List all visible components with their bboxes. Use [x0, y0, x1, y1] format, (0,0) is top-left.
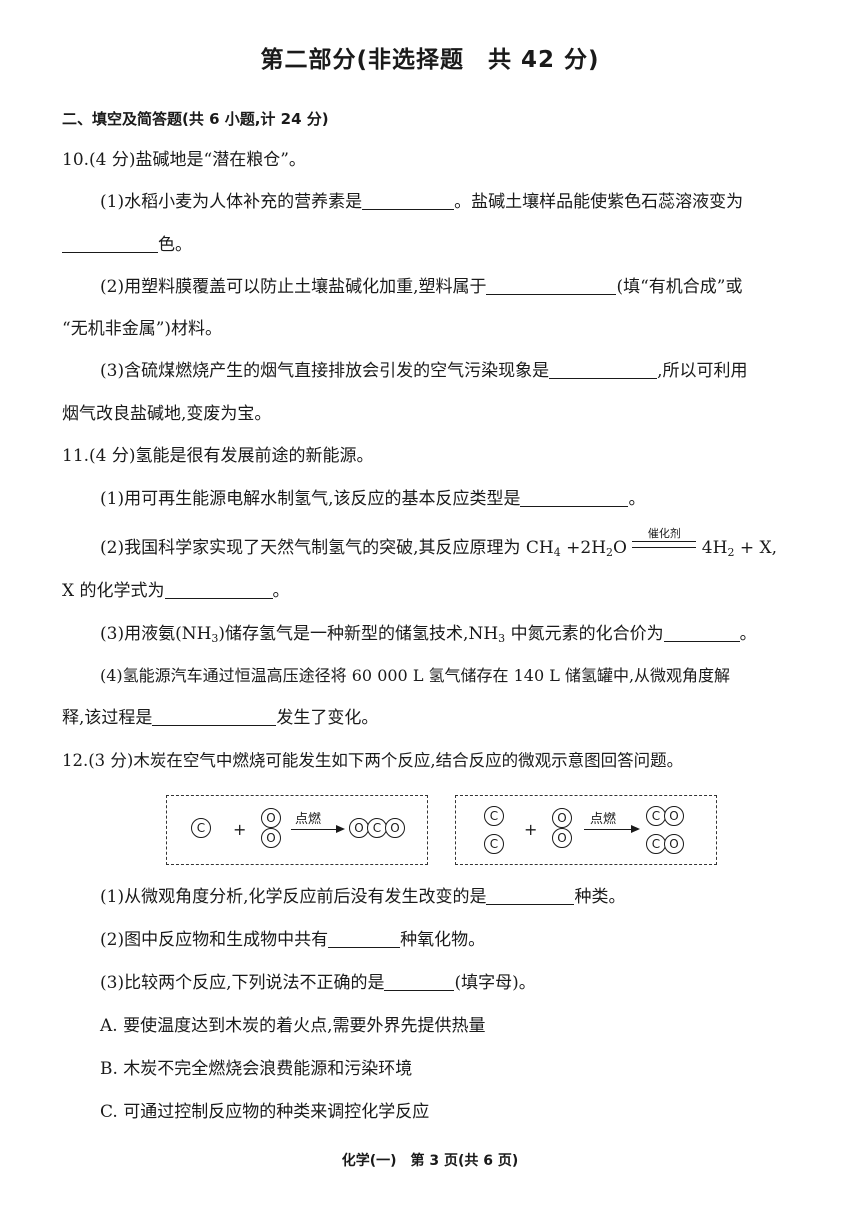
q11-stem: 11.(4 分)氢能是很有发展前途的新能源。 [62, 446, 374, 466]
oxygen-atom: O [349, 818, 369, 838]
oxygen-atom: O [552, 808, 572, 828]
reaction-diagram-1: C + O O 点燃 O C O [166, 795, 428, 865]
reaction-arrow [584, 824, 640, 833]
reaction-arrow [291, 824, 345, 833]
oxygen-atom: O [664, 834, 684, 854]
oxygen-atom: O [385, 818, 405, 838]
q10-part1: (1)水稻小麦为人体补充的营养素是。盐碱土壤样品能使紫色石蕊溶液变为 [100, 191, 744, 212]
answer-blank[interactable] [663, 623, 740, 642]
q11-part4: (4)氢能源汽车通过恒温高压途径将 60 000 L 氢气储存在 140 L 储… [100, 666, 731, 685]
carbon-atom: C [191, 818, 211, 838]
q12-part3: (3)比较两个反应,下列说法不正确的是(填字母)。 [100, 972, 536, 993]
answer-blank[interactable] [486, 276, 617, 295]
option-a: A. 要使温度达到木炭的着火点,需要外界先提供热量 [100, 1016, 486, 1036]
reaction-diagram-2: C C + O O 点燃 C O C O [455, 795, 717, 865]
q11-part2-cont: X 的化学式为。 [62, 580, 290, 601]
q10-part2-cont: “无机非金属”)材料。 [62, 319, 223, 339]
page-footer: 化学(一) 第 3 页(共 6 页) [341, 1153, 519, 1169]
q11-part4-cont: 释,该过程是发生了变化。 [62, 707, 379, 728]
condition-label: 点燃 [295, 812, 322, 827]
answer-blank[interactable] [164, 580, 273, 599]
carbon-atom: C [484, 806, 504, 826]
plus-sign: + [524, 820, 538, 839]
answer-blank[interactable] [328, 929, 401, 948]
answer-blank[interactable] [62, 234, 158, 253]
q11-part2: (2)我国科学家实现了天然气制氢气的突破,其反应原理为 CH4 +2H2O 催化… [100, 527, 777, 560]
answer-blank[interactable] [152, 707, 277, 726]
answer-blank[interactable] [486, 886, 575, 905]
q10-part2: (2)用塑料膜覆盖可以防止土壤盐碱化加重,塑料属于(填“有机合成”或 [100, 276, 743, 297]
answer-blank[interactable] [520, 488, 629, 507]
carbon-atom: C [646, 834, 666, 854]
option-b: B. 木炭不完全燃烧会浪费能源和污染环境 [100, 1059, 413, 1079]
carbon-atom: C [484, 834, 504, 854]
carbon-atom: C [646, 806, 666, 826]
oxygen-atom: O [552, 828, 572, 848]
q12-stem: 12.(3 分)木炭在空气中燃烧可能发生如下两个反应,结合反应的微观示意图回答问… [62, 751, 684, 770]
answer-blank[interactable] [362, 191, 455, 210]
carbon-atom: C [367, 818, 387, 838]
q10-part1-cont: 色。 [62, 233, 824, 257]
q12-part1: (1)从微观角度分析,化学反应前后没有发生改变的是种类。 [100, 886, 626, 907]
plus-sign: + [233, 820, 247, 839]
q10-part3: (3)含硫煤燃烧产生的烟气直接排放会引发的空气污染现象是,所以可利用 [100, 360, 748, 381]
option-c: C. 可通过控制反应物的种类来调控化学反应 [100, 1102, 430, 1122]
oxygen-atom: O [261, 828, 281, 848]
oxygen-atom: O [261, 808, 281, 828]
q11-part3: (3)用液氨(NH3)储存氢气是一种新型的储氢技术,NH3 中氮元素的化合价为。 [100, 623, 757, 645]
condition-label: 点燃 [590, 812, 617, 827]
q10-part3-cont: 烟气改良盐碱地,变废为宝。 [62, 404, 272, 424]
q12-part2: (2)图中反应物和生成物中共有种氧化物。 [100, 929, 486, 950]
section-heading: 二、填空及简答题(共 6 小题,计 24 分) [62, 110, 329, 128]
answer-blank[interactable] [549, 360, 658, 379]
part-title: 第二部分(非选择题 共 42 分) [260, 47, 600, 73]
catalyst-equal-sign: 催化剂 [632, 527, 697, 560]
answer-blank[interactable] [384, 972, 455, 991]
q10-stem: 10.(4 分)盐碱地是“潜在粮仓”。 [62, 150, 306, 170]
oxygen-atom: O [664, 806, 684, 826]
q11-part1: (1)用可再生能源电解水制氢气,该反应的基本反应类型是。 [100, 488, 646, 509]
